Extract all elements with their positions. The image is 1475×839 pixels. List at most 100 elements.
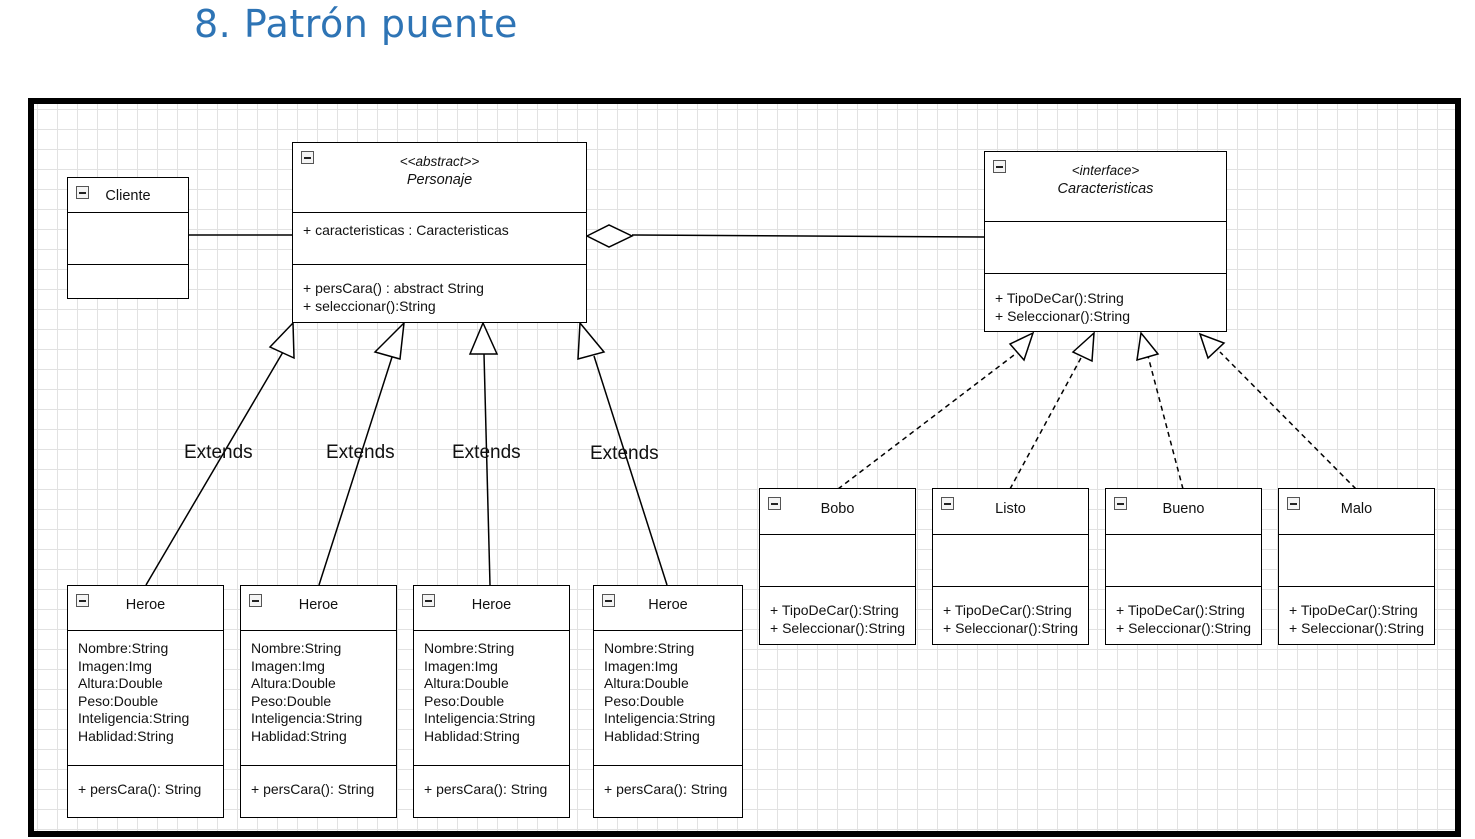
attributes-section: Nombre:String Imagen:Img Altura:Double P…	[241, 631, 396, 766]
collapse-icon[interactable]	[301, 151, 314, 164]
extends-line	[145, 351, 284, 586]
realization-arrowhead	[1136, 331, 1160, 362]
attribute-row: Imagen:Img	[604, 657, 678, 674]
attribute-row: Nombre:String	[424, 640, 515, 656]
attribute-row: Imagen:Img	[251, 657, 325, 674]
collapse-icon[interactable]	[76, 186, 89, 199]
attribute-row: Peso:Double	[251, 692, 332, 709]
class-name: Cliente	[105, 188, 151, 204]
class-listo[interactable]: Listo + TipoDeCar():String + Seleccionar…	[932, 488, 1089, 645]
methods-section: + persCara(): String	[68, 766, 223, 803]
extends-label: Extends	[452, 442, 521, 463]
method-row: + TipoDeCar():String	[1289, 602, 1418, 618]
class-caracteristicas[interactable]: <interface> Caracteristicas + TipoDeCar(…	[984, 151, 1227, 332]
collapse-icon[interactable]	[1114, 497, 1127, 510]
extends-label: Extends	[184, 442, 253, 463]
class-header: Malo	[1279, 489, 1434, 535]
inheritance-arrowhead	[268, 321, 295, 360]
class-header: Heroe	[414, 586, 569, 631]
class-name: Heroe	[298, 597, 339, 613]
class-heroe[interactable]: Heroe Nombre:String Imagen:Img Altura:Do…	[413, 585, 570, 818]
method-row: + persCara() : abstract String	[303, 280, 484, 296]
attribute-row: Altura:Double	[424, 675, 509, 691]
method-row: + TipoDeCar():String	[995, 290, 1124, 306]
methods-section: + TipoDeCar():String + Seleccionar():Str…	[985, 274, 1226, 329]
aggregation-line	[631, 234, 985, 238]
class-heroe[interactable]: Heroe Nombre:String Imagen:Img Altura:Do…	[240, 585, 397, 818]
methods-section: + TipoDeCar():String + Seleccionar():Str…	[1106, 587, 1261, 641]
class-name: Bueno	[1162, 501, 1205, 517]
method-row: + persCara(): String	[251, 781, 375, 797]
class-header: Cliente	[68, 178, 188, 213]
attribute-row: Inteligencia:String	[78, 710, 190, 726]
class-header: <<abstract>> Personaje	[293, 143, 586, 213]
extends-label: Extends	[590, 443, 659, 464]
attributes-section	[985, 222, 1226, 274]
attributes-section	[760, 535, 915, 587]
class-header: Bueno	[1106, 489, 1261, 535]
attribute-row: Nombre:String	[251, 640, 342, 656]
class-header: Heroe	[594, 586, 742, 631]
class-heroe[interactable]: Heroe Nombre:String Imagen:Img Altura:Do…	[593, 585, 743, 818]
class-name: Malo	[1340, 501, 1373, 517]
attributes-section	[933, 535, 1088, 587]
class-personaje[interactable]: <<abstract>> Personaje + caracteristicas…	[292, 142, 587, 323]
class-heroe[interactable]: Heroe Nombre:String Imagen:Img Altura:Do…	[67, 585, 224, 818]
attribute-row: Altura:Double	[78, 675, 163, 691]
class-name: Heroe	[125, 597, 166, 613]
method-row: + TipoDeCar():String	[1116, 602, 1245, 618]
class-name: Caracteristicas	[1057, 181, 1154, 197]
method-row: + TipoDeCar():String	[943, 602, 1072, 618]
attribute-row: Inteligencia:String	[424, 710, 536, 726]
methods-section	[68, 265, 188, 298]
collapse-icon[interactable]	[602, 594, 615, 607]
attribute-row: Inteligencia:String	[251, 710, 363, 726]
class-name: Personaje	[406, 172, 473, 188]
realization-line	[1219, 351, 1357, 490]
collapse-icon[interactable]	[76, 594, 89, 607]
inheritance-arrowhead	[468, 321, 499, 355]
attribute-row: Hablidad:String	[251, 727, 347, 744]
class-header: Listo	[933, 489, 1088, 535]
class-header: Bobo	[760, 489, 915, 535]
method-row: + Seleccionar():String	[770, 619, 906, 636]
class-name: Heroe	[648, 597, 688, 613]
realization-arrowhead	[1071, 331, 1095, 363]
stereotype: <<abstract>>	[399, 154, 480, 169]
collapse-icon[interactable]	[249, 594, 262, 607]
attribute-row: Peso:Double	[78, 692, 159, 709]
realization-line	[1009, 355, 1083, 490]
attribute-row: Peso:Double	[424, 692, 505, 709]
attribute-row: Hablidad:String	[424, 727, 520, 744]
methods-section: + TipoDeCar():String + Seleccionar():Str…	[760, 587, 915, 641]
inheritance-arrowhead	[577, 321, 606, 360]
class-header: Heroe	[68, 586, 223, 631]
collapse-icon[interactable]	[941, 497, 954, 510]
class-bueno[interactable]: Bueno + TipoDeCar():String + Seleccionar…	[1105, 488, 1262, 645]
method-row: + Seleccionar():String	[1116, 619, 1252, 636]
attribute-row: Hablidad:String	[78, 727, 174, 744]
attribute-row: Hablidad:String	[604, 727, 700, 744]
realization-arrowhead	[1008, 331, 1035, 362]
class-name: Heroe	[471, 597, 512, 613]
stereotype: <interface>	[1071, 163, 1140, 178]
class-malo[interactable]: Malo + TipoDeCar():String + Seleccionar(…	[1278, 488, 1435, 645]
attributes-section	[1279, 535, 1434, 587]
class-cliente[interactable]: Cliente	[67, 177, 189, 299]
collapse-icon[interactable]	[1287, 497, 1300, 510]
extends-line	[483, 353, 491, 586]
methods-section: + TipoDeCar():String + Seleccionar():Str…	[1279, 587, 1434, 641]
class-bobo[interactable]: Bobo + TipoDeCar():String + Seleccionar(…	[759, 488, 916, 645]
collapse-icon[interactable]	[422, 594, 435, 607]
attribute-row: + caracteristicas : Caracteristicas	[303, 222, 509, 238]
attribute-row: Altura:Double	[251, 675, 336, 691]
method-row: + TipoDeCar():String	[770, 602, 899, 618]
page-title: 8. Patrón puente	[194, 2, 518, 46]
collapse-icon[interactable]	[768, 497, 781, 510]
realization-line	[1147, 355, 1184, 490]
collapse-icon[interactable]	[993, 160, 1006, 173]
method-row: + persCara(): String	[604, 781, 728, 797]
methods-section: + persCara(): String	[594, 766, 742, 803]
method-row: + Seleccionar():String	[943, 619, 1079, 636]
